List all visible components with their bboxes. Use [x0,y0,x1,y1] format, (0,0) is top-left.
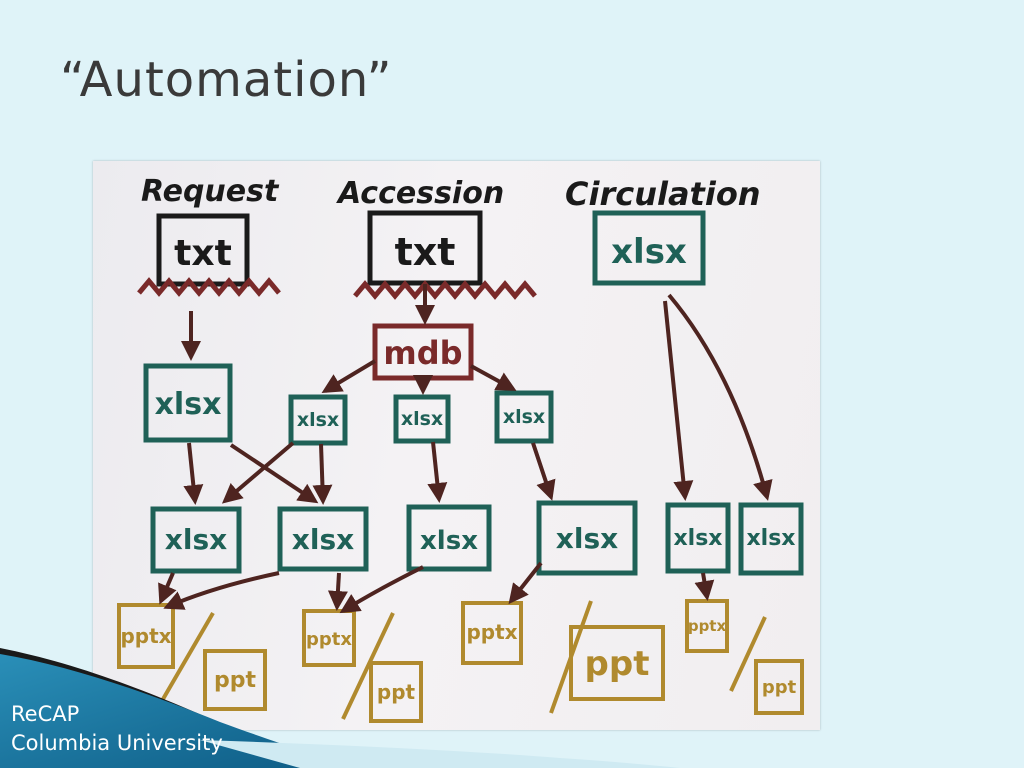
pptx-label-3: pptx [466,620,517,644]
accession-xlsx-box-1: xlsx [288,394,348,446]
pptx-label-4: pptx [688,617,727,635]
ppt-box-4: ppt [754,659,804,715]
accession-xlsx-label-2: xlsx [401,408,443,430]
ppt-label-1: ppt [214,668,256,693]
request-source-label: txt [174,233,232,274]
column-header-request: Request [141,174,280,209]
column-header-accession: Accession [336,176,504,211]
circulation-xlsx-label-1: xlsx [673,526,722,551]
footer-organization: ReCAP [11,702,80,726]
output-xlsx-label-4: xlsx [556,522,618,555]
ppt-box-2: ppt [369,661,423,723]
output-xlsx-box-3: xlsx [406,504,492,572]
whiteboard-photo: Request Accession Circulation txt txt xl… [93,161,820,730]
database-box: mdb [372,323,474,381]
circulation-xlsx-label-2: xlsx [746,526,795,551]
output-xlsx-label-1: xlsx [165,523,227,556]
circulation-xlsx-box-1: xlsx [665,502,731,574]
output-xlsx-label-2: xlsx [292,523,354,556]
output-xlsx-box-4: xlsx [536,500,638,576]
request-xlsx-box: xlsx [143,363,233,443]
flow-arrows [158,284,773,614]
ppt-label-2: ppt [377,680,416,704]
pptx-box-3: pptx [461,601,523,665]
database-label: mdb [383,334,462,372]
ppt-label-4: ppt [762,677,797,698]
circulation-xlsx-box-2: xlsx [738,502,804,576]
output-xlsx-label-3: xlsx [420,526,478,556]
ppt-label-3: ppt [585,644,650,684]
accession-xlsx-box-2: xlsx [393,394,451,444]
request-xlsx-label: xlsx [155,387,222,422]
footer-university: Columbia University [11,731,223,755]
accession-xlsx-label-3: xlsx [503,406,545,428]
pptx-box-1: pptx [117,603,175,669]
pptx-label-1: pptx [120,624,171,648]
accession-xlsx-label-1: xlsx [297,409,339,431]
output-xlsx-box-2: xlsx [277,506,369,572]
accession-xlsx-box-3: xlsx [494,390,554,444]
circulation-source-box: xlsx [592,210,706,286]
pptx-box-4: pptx [685,599,729,653]
slide-title: “Automation” [60,52,393,108]
accession-source-label: txt [395,230,456,274]
request-source-box: txt [137,213,281,297]
circulation-source-label: xlsx [611,232,687,272]
footer-wave [0,648,680,768]
workflow-diagram: Request Accession Circulation txt txt xl… [117,174,804,723]
pptx-box-2: pptx [302,609,356,667]
column-header-circulation: Circulation [565,175,761,213]
pptx-label-2: pptx [306,629,352,650]
accession-source-box: txt [353,210,537,300]
output-xlsx-box-1: xlsx [150,506,242,574]
ppt-box-1: ppt [203,649,267,711]
ppt-box-3: ppt [569,625,665,701]
